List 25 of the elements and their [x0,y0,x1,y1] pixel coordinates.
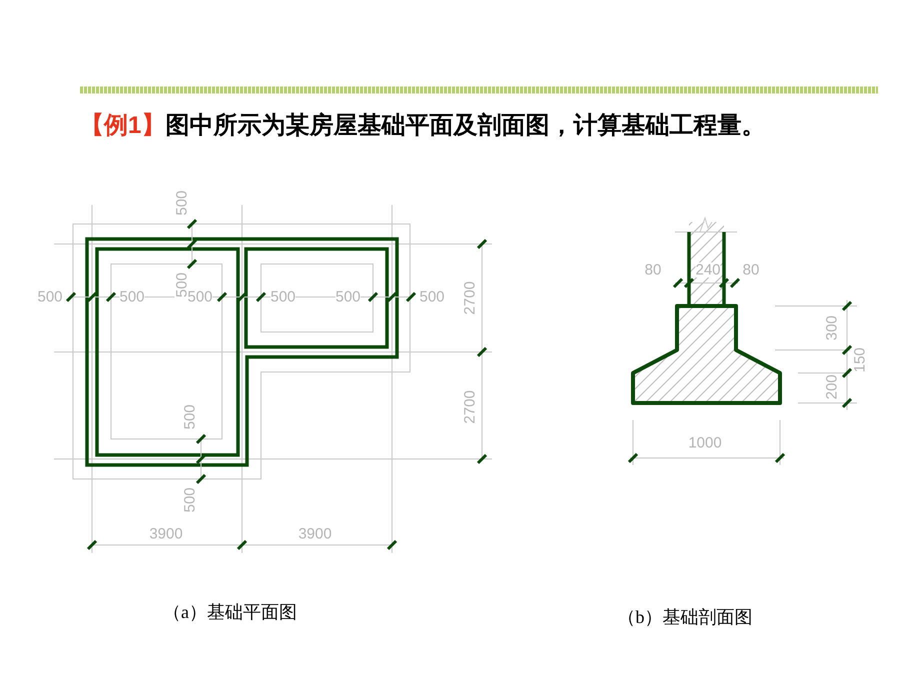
dimension-label: 2700 [462,281,478,315]
dimension-label: 150 [852,347,868,373]
figure-caption: （a）基础平面图 [163,603,297,621]
dimension-label: 80 [644,262,662,278]
dimension-label: 500 [419,290,445,304]
dimension-label: 500 [182,487,198,513]
dimension-label: 2700 [462,390,478,424]
dimension-label: 240 [695,262,721,278]
dimension-label: 3900 [149,526,183,542]
dimension-label: 500 [335,290,361,304]
dimension-label: 300 [824,315,840,341]
dimension-label: 500 [187,290,213,304]
figure-caption: （b）基础剖面图 [618,608,752,626]
dimension-label: 3900 [298,526,332,542]
dimension-label: 1000 [688,436,722,450]
title: 图中所示为某房屋基础平面及剖面图，计算基础工程量。 [165,112,766,141]
dimension-label: 500 [174,272,190,298]
example-tag: 【例1】 [80,112,166,141]
dimension-label: 500 [270,290,296,304]
dimension-label: 500 [37,290,63,304]
dimension-label: 200 [824,374,840,400]
dimension-label: 500 [182,404,198,430]
dimension-label: 500 [119,290,145,304]
dimension-label: 500 [174,190,190,216]
dimension-label: 80 [742,262,760,278]
